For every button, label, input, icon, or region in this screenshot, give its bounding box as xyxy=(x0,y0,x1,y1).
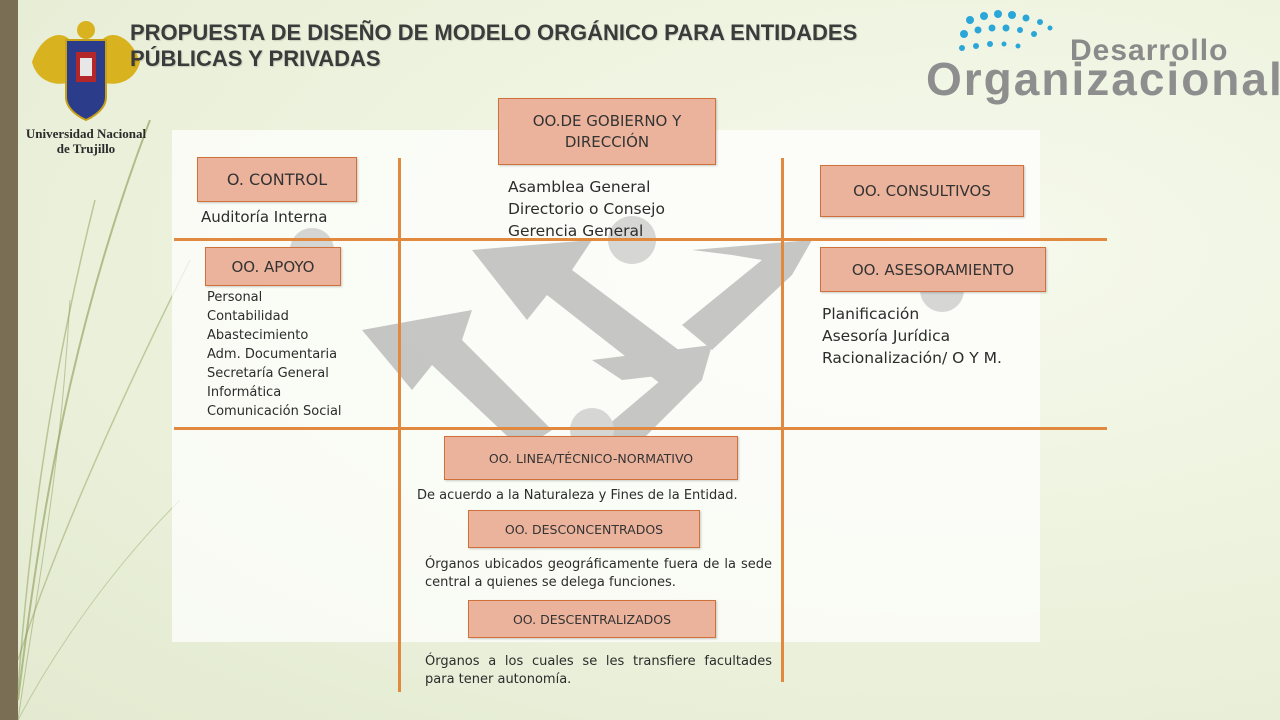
list-item: Asamblea General xyxy=(508,178,651,196)
box-desconcentrados-label: OO. DESCONCENTRADOS xyxy=(504,521,664,537)
list-gobierno: Asamblea General Directorio o Consejo Ge… xyxy=(508,176,665,242)
left-decor-band xyxy=(0,0,18,720)
list-item: Secretaría General xyxy=(207,366,329,381)
text-desconcentrados: Órganos ubicados geográficamente fuera d… xyxy=(425,556,772,592)
box-apoyo-label: OO. APOYO xyxy=(231,257,315,276)
box-linea: OO. LINEA/TÉCNICO-NORMATIVO xyxy=(444,436,738,480)
brand-word-1: Desarrollo xyxy=(1070,34,1229,67)
grid-line-vertical-right xyxy=(781,158,784,682)
brand-word-2: Organizacional xyxy=(926,53,1280,105)
background-arrows-art xyxy=(290,216,964,452)
grid-line-horizontal-bottom xyxy=(174,427,1107,430)
box-linea-label: OO. LINEA/TÉCNICO-NORMATIVO xyxy=(488,450,694,466)
list-item: Racionalización/ O Y M. xyxy=(822,349,1002,367)
box-asesoramiento-label: OO. ASESORAMIENTO xyxy=(851,260,1015,279)
university-crest-icon xyxy=(32,21,140,122)
box-gobierno-label: OO.DE GOBIERNO Y DIRECCIÓN xyxy=(532,111,682,151)
brand-dots-icon xyxy=(959,10,1053,51)
page-title: PROPUESTA DE DISEÑO DE MODELO ORGÁNICO P… xyxy=(130,20,858,71)
list-item: Abastecimiento xyxy=(207,328,309,343)
list-apoyo: Personal Contabilidad Abastecimiento Adm… xyxy=(207,288,342,421)
box-descentralizados-label: OO. DESCENTRALIZADOS xyxy=(512,611,672,627)
list-item: Gerencia General xyxy=(508,222,644,240)
text-linea: De acuerdo a la Naturaleza y Fines de la… xyxy=(417,487,772,505)
list-item: Adm. Documentaria xyxy=(207,347,338,362)
box-control: O. CONTROL xyxy=(197,157,357,202)
text-descentralizados-content: Órganos a los cuales se les transfiere f… xyxy=(425,654,772,687)
box-desconcentrados: OO. DESCONCENTRADOS xyxy=(468,510,700,548)
text-control: Auditoría Interna xyxy=(201,208,328,226)
list-item: Personal xyxy=(207,290,263,305)
list-item: Informática xyxy=(207,385,282,400)
list-item: Asesoría Jurídica xyxy=(822,327,951,345)
university-logo: Universidad Nacional de Trujillo xyxy=(22,12,150,167)
text-descentralizados: Órganos a los cuales se les transfiere f… xyxy=(425,653,772,689)
text-desconcentrados-content: Órganos ubicados geográficamente fuera d… xyxy=(425,557,772,590)
grid-line-horizontal-top xyxy=(174,238,1107,241)
decorative-swooshes xyxy=(17,119,191,720)
box-apoyo: OO. APOYO xyxy=(205,247,341,286)
box-consultivos: OO. CONSULTIVOS xyxy=(820,165,1024,217)
list-item: Comunicación Social xyxy=(207,404,342,419)
text-linea-content: De acuerdo a la Naturaleza y Fines de la… xyxy=(417,488,738,503)
list-item: Directorio o Consejo xyxy=(508,200,665,218)
box-asesoramiento: OO. ASESORAMIENTO xyxy=(820,247,1046,292)
box-gobierno: OO.DE GOBIERNO Y DIRECCIÓN xyxy=(498,98,716,165)
box-consultivos-label: OO. CONSULTIVOS xyxy=(853,182,991,200)
list-asesoramiento: Planificación Asesoría Jurídica Racional… xyxy=(822,303,1022,369)
brand-logo: Desarrollo Organizacional xyxy=(920,8,1280,105)
box-descentralizados: OO. DESCENTRALIZADOS xyxy=(468,600,716,638)
list-item: Contabilidad xyxy=(207,309,289,324)
box-control-label: O. CONTROL xyxy=(226,170,328,189)
university-name: Universidad Nacional de Trujillo xyxy=(25,126,147,156)
list-item: Planificación xyxy=(822,305,920,323)
grid-line-vertical-left xyxy=(398,158,401,692)
